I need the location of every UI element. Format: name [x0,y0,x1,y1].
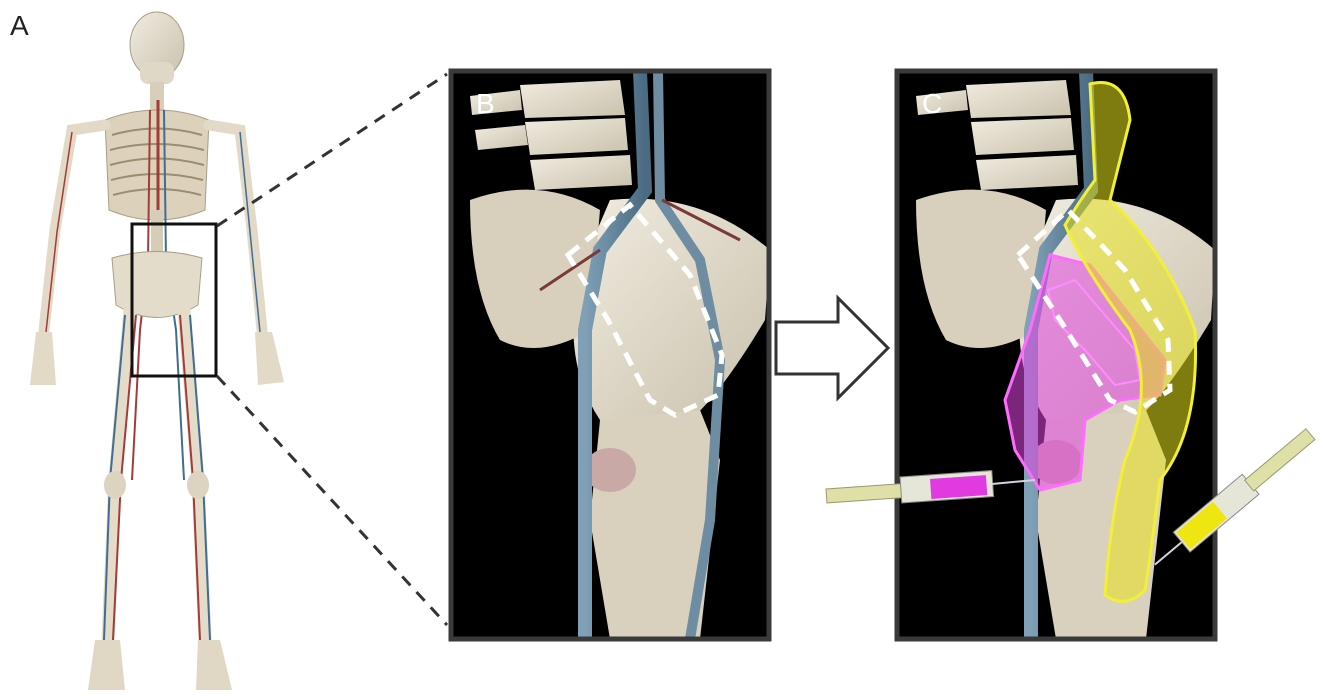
left-foot [88,640,125,690]
left-knee [104,471,126,499]
full-body-skeleton [30,12,284,690]
transition-arrow [776,298,888,398]
panel-label-c: C [922,90,942,118]
pink-syringe-plunger [826,484,902,503]
panel-label-b: B [476,90,495,118]
right-foot [196,640,232,690]
right-hand [255,332,284,385]
yellow-syringe-plunger [1245,429,1315,491]
right-knee [187,471,209,499]
left-hand [30,332,56,385]
jaw [140,62,174,84]
zoom-line-bottom [217,376,447,625]
pink-syringe-fluid [930,475,987,499]
panel-b [451,71,770,639]
zoom-line-top [217,74,447,226]
